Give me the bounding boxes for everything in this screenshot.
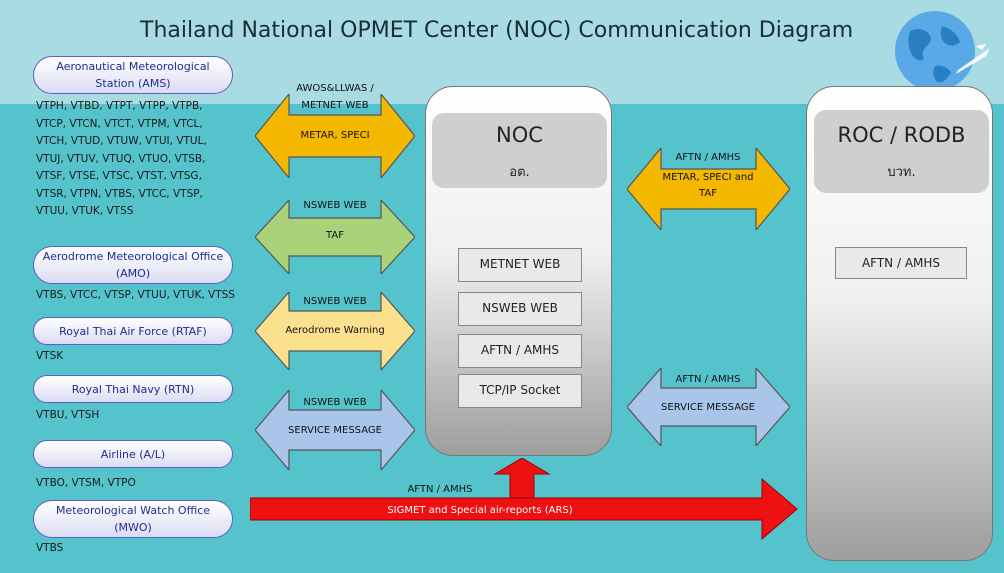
- arrow-service-message-roc-top: AFTN / AMHS: [675, 374, 741, 385]
- noc-header: NOC อต.: [432, 113, 607, 188]
- arrow-sigmet: [250, 458, 798, 540]
- diagram-title: Thailand National OPMET Center (NOC) Com…: [140, 18, 854, 43]
- source-airline: Airline (A/L): [33, 440, 233, 468]
- arrow-metar-speci-label: METAR, SPECI: [300, 130, 370, 141]
- noc-title: NOC: [496, 123, 543, 147]
- arrow-metar-speci-top: AWOS&LLWAS / METNET WEB: [296, 83, 374, 111]
- source-amo: Aerodrome Meteorological Office (AMO): [33, 246, 233, 284]
- source-ams-codes: VTPH, VTBD, VTPT, VTPP, VTPB, VTCP, VTCN…: [36, 100, 207, 217]
- arrow-metar-speci-taf: [627, 148, 790, 230]
- noc-chip-tcpip: TCP/IP Socket: [458, 374, 582, 408]
- source-mwo: Meteorological Watch Office (MWO): [33, 500, 233, 538]
- arrow-aerodrome-warning-label: Aerodrome Warning: [285, 325, 385, 336]
- arrow-aerodrome-warning-top: NSWEB WEB: [303, 296, 367, 307]
- arrow-service-message-roc-label: SERVICE MESSAGE: [661, 402, 755, 413]
- source-ams: Aeronautical Meteorological Station (AMS…: [33, 56, 233, 94]
- roc-header: ROC / RODB บวท.: [814, 110, 989, 193]
- source-rtaf-codes: VTSK: [36, 350, 64, 362]
- roc-subtitle: บวท.: [887, 165, 916, 180]
- globe-icon: [895, 11, 990, 91]
- arrow-taf-label: TAF: [326, 230, 344, 241]
- arrow-service-message-label: SERVICE MESSAGE: [288, 425, 382, 436]
- source-amo-codes: VTBS, VTCC, VTSP, VTUU, VTUK, VTSS: [36, 289, 235, 301]
- arrow-aerodrome-warning: [255, 292, 415, 370]
- noc-chip-metnet: METNET WEB: [458, 248, 582, 282]
- roc-title: ROC / RODB: [837, 123, 966, 147]
- noc-chip-aftn: AFTN / AMHS: [458, 334, 582, 368]
- source-rtn-codes: VTBU, VTSH: [36, 409, 100, 421]
- source-mwo-codes: VTBS: [36, 542, 64, 554]
- noc-chip-nsweb: NSWEB WEB: [458, 292, 582, 326]
- arrow-taf: [255, 200, 415, 274]
- arrow-service-message-roc: [627, 368, 790, 446]
- arrow-metar-speci-taf-top: AFTN / AMHS: [675, 152, 741, 163]
- arrow-metar-speci: [255, 94, 415, 178]
- arrow-taf-top: NSWEB WEB: [303, 200, 367, 211]
- arrow-service-message-top: NSWEB WEB: [303, 397, 367, 408]
- arrow-sigmet-top: AFTN / AMHS: [407, 484, 473, 495]
- noc-subtitle: อต.: [509, 165, 530, 180]
- source-rtaf: Royal Thai Air Force (RTAF): [33, 317, 233, 345]
- source-airline-codes: VTBO, VTSM, VTPO: [36, 477, 136, 489]
- arrow-metar-speci-taf-label: METAR, SPECI and TAF: [662, 172, 754, 199]
- roc-chip-aftn: AFTN / AMHS: [835, 247, 967, 279]
- arrow-sigmet-label: SIGMET and Special air-reports (ARS): [387, 505, 573, 516]
- source-rtn: Royal Thai Navy (RTN): [33, 375, 233, 403]
- arrow-service-message: [255, 390, 415, 470]
